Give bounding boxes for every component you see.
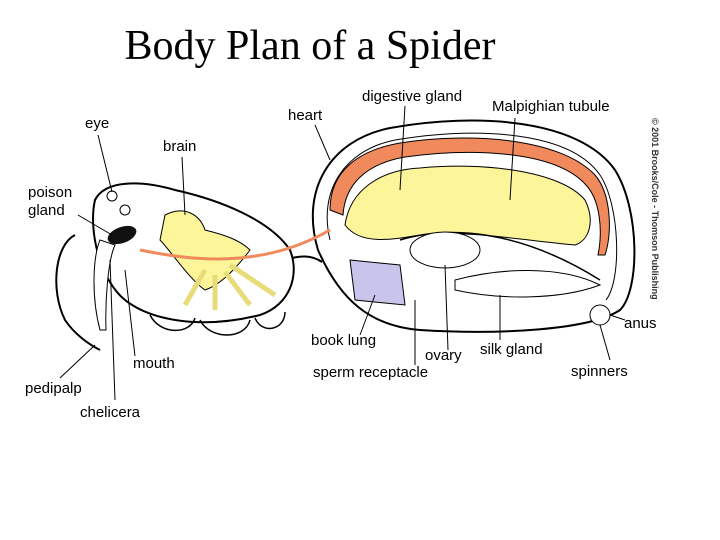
aorta	[139, 228, 331, 261]
heart	[329, 137, 610, 256]
label-heart: heart	[288, 107, 323, 124]
label-ovary: ovary	[425, 347, 462, 364]
leader-lines	[59, 105, 626, 401]
label-mouth: mouth	[133, 355, 175, 372]
label-spinners: spinners	[571, 363, 628, 380]
label-poison-gland-line2: gland	[28, 202, 65, 219]
brain	[159, 210, 251, 291]
label-eye: eye	[85, 115, 110, 132]
poison-gland	[107, 225, 137, 245]
label-poison-gland-line1: poison	[28, 184, 73, 201]
intestine	[399, 231, 601, 281]
label-digestive-gland: digestive gland	[362, 88, 463, 105]
ovary	[409, 231, 481, 269]
eye	[106, 190, 118, 202]
label-silk-gland: silk gland	[480, 341, 543, 358]
nerves	[182, 262, 277, 310]
label-chelicera: chelicera	[80, 404, 141, 421]
label-pedipalp: pedipalp	[25, 380, 82, 397]
label-malpighian-tubule: Malpighian tubule	[492, 98, 610, 115]
copyright-notice: © 2001 Brooks/Cole - Thomson Publishing	[650, 118, 660, 300]
diagram-title: Body Plan of a Spider	[124, 23, 496, 69]
label-book-lung: book lung	[311, 332, 377, 349]
label-brain: brain	[163, 138, 197, 155]
pedipalp	[55, 234, 101, 351]
book-lung	[349, 259, 406, 306]
legs	[149, 311, 286, 336]
abdomen-wall	[326, 132, 618, 301]
silk-gland	[454, 270, 602, 298]
label-sperm-receptacle: sperm receptacle	[313, 364, 429, 381]
label-anus: anus	[624, 315, 657, 332]
spinners	[589, 304, 611, 326]
